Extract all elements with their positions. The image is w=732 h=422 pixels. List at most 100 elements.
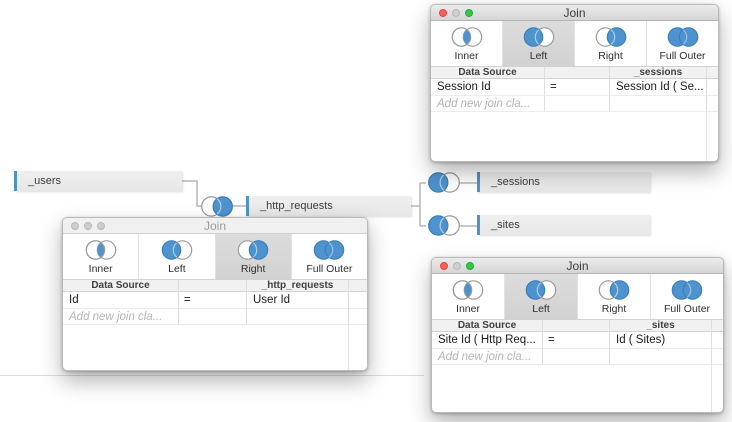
titlebar: Join	[432, 258, 723, 274]
canvas-join-left-icon-sites[interactable]	[423, 213, 465, 238]
join-clause-table: Data Source _sites Site Id ( Http Req...…	[432, 319, 723, 412]
join-type-label: Full Outer	[663, 303, 711, 315]
placeholder-cell	[178, 309, 246, 325]
join-dialog-sites: Join Inner Left Right Full Outer Data So…	[431, 257, 724, 413]
full-outer-join-icon	[309, 238, 349, 262]
join-clause-table: Data Source _sessions Session Id = Sessi…	[431, 66, 718, 161]
minimize-button[interactable]	[453, 261, 461, 270]
clause-operator[interactable]: =	[178, 292, 246, 309]
join-dialog-sessions: Join Inner Left Right Full Outer Data So…	[430, 4, 719, 162]
minimize-button[interactable]	[452, 8, 460, 17]
titlebar: Join	[431, 5, 718, 21]
placeholder-cell	[609, 349, 711, 365]
add-join-clause[interactable]: Add new join cla...	[63, 309, 178, 325]
left-join-icon	[519, 25, 559, 49]
canvas-join-left-icon-sessions[interactable]	[423, 170, 465, 195]
add-join-clause[interactable]: Add new join cla...	[432, 349, 542, 365]
left-table-header: Data Source	[63, 279, 178, 292]
clause-operator[interactable]: =	[542, 332, 609, 349]
clause-right-field[interactable]: User Id	[246, 292, 348, 309]
right-table-header: _sites	[609, 319, 711, 332]
join-type-left[interactable]: Left	[139, 234, 216, 279]
clause-operator[interactable]: =	[544, 79, 609, 96]
join-type-selector: Inner Left Right Full Outer	[431, 21, 718, 66]
add-join-clause[interactable]: Add new join cla...	[431, 96, 544, 112]
join-type-label: Right	[601, 303, 627, 315]
window-controls	[439, 5, 473, 20]
window-title: Join	[566, 258, 589, 273]
table-strip	[706, 112, 718, 161]
chip-accent-bar	[477, 172, 480, 192]
minimize-button[interactable]	[84, 221, 92, 230]
table-chip-sites[interactable]: _sites	[477, 215, 650, 235]
join-type-left[interactable]: Left	[503, 21, 575, 66]
header-strip	[711, 319, 723, 332]
clause-strip	[348, 292, 367, 309]
clause-right-field[interactable]: Id ( Sites)	[609, 332, 711, 349]
join-type-label: Left	[529, 50, 548, 62]
right-join-icon	[233, 238, 273, 262]
table-strip	[711, 365, 723, 412]
header-strip	[348, 279, 367, 292]
table-strip	[348, 325, 367, 370]
table-chip-label: _users	[28, 175, 62, 187]
inner-join-icon	[447, 25, 487, 49]
clause-left-field[interactable]: Session Id	[431, 79, 544, 96]
clause-left-field[interactable]: Id	[63, 292, 178, 309]
join-type-inner[interactable]: Inner	[431, 21, 503, 66]
join-type-full-outer[interactable]: Full Outer	[647, 21, 718, 66]
table-chip-sessions[interactable]: _sessions	[477, 172, 650, 192]
table-empty-area	[432, 365, 711, 412]
zoom-button[interactable]	[465, 8, 473, 17]
join-type-inner[interactable]: Inner	[432, 274, 505, 319]
left-join-icon	[157, 238, 197, 262]
operator-header	[544, 66, 609, 79]
close-button[interactable]	[439, 8, 447, 17]
canvas-join-right-icon[interactable]	[196, 194, 238, 219]
window-controls	[71, 218, 105, 233]
join-type-label: Full Outer	[659, 50, 706, 62]
clause-left-field[interactable]: Site Id ( Http Req...	[432, 332, 542, 349]
inner-join-icon	[81, 238, 121, 262]
operator-header	[178, 279, 246, 292]
join-type-label: Full Outer	[306, 263, 353, 275]
chip-accent-bar	[246, 196, 249, 216]
clause-strip	[711, 332, 723, 349]
join-type-inner[interactable]: Inner	[63, 234, 140, 279]
placeholder-strip	[348, 309, 367, 325]
header-strip	[706, 66, 718, 79]
table-chip-users[interactable]: _users	[14, 171, 182, 191]
right-join-icon	[591, 25, 631, 49]
chip-accent-bar	[477, 215, 480, 235]
join-type-label: Right	[240, 263, 266, 275]
join-type-right[interactable]: Right	[215, 234, 292, 279]
right-join-icon	[594, 278, 634, 302]
clause-right-field[interactable]: Session Id ( Se...	[609, 79, 706, 96]
zoom-button[interactable]	[466, 261, 474, 270]
join-type-full-outer[interactable]: Full Outer	[651, 274, 723, 319]
left-join-icon	[521, 278, 561, 302]
left-table-header: Data Source	[432, 319, 542, 332]
table-chip-http-requests[interactable]: _http_requests	[246, 196, 411, 216]
placeholder-strip	[706, 96, 718, 112]
clause-strip	[706, 79, 718, 96]
window-title: Join	[203, 218, 226, 233]
close-button[interactable]	[71, 221, 79, 230]
join-type-left[interactable]: Left	[505, 274, 578, 319]
titlebar: Join	[63, 218, 367, 234]
join-type-right[interactable]: Right	[578, 274, 651, 319]
join-type-full-outer[interactable]: Full Outer	[292, 234, 367, 279]
join-type-selector: Inner Left Right Full Outer	[432, 274, 723, 319]
zoom-button[interactable]	[97, 221, 105, 230]
left-table-header: Data Source	[431, 66, 544, 79]
right-table-header: _http_requests	[246, 279, 348, 292]
full-outer-join-icon	[667, 278, 707, 302]
table-chip-label: _sites	[491, 219, 520, 231]
table-chip-label: _sessions	[491, 176, 540, 188]
placeholder-cell	[542, 349, 609, 365]
join-type-right[interactable]: Right	[575, 21, 647, 66]
full-outer-join-icon	[663, 25, 703, 49]
close-button[interactable]	[440, 261, 448, 270]
placeholder-cell	[246, 309, 348, 325]
